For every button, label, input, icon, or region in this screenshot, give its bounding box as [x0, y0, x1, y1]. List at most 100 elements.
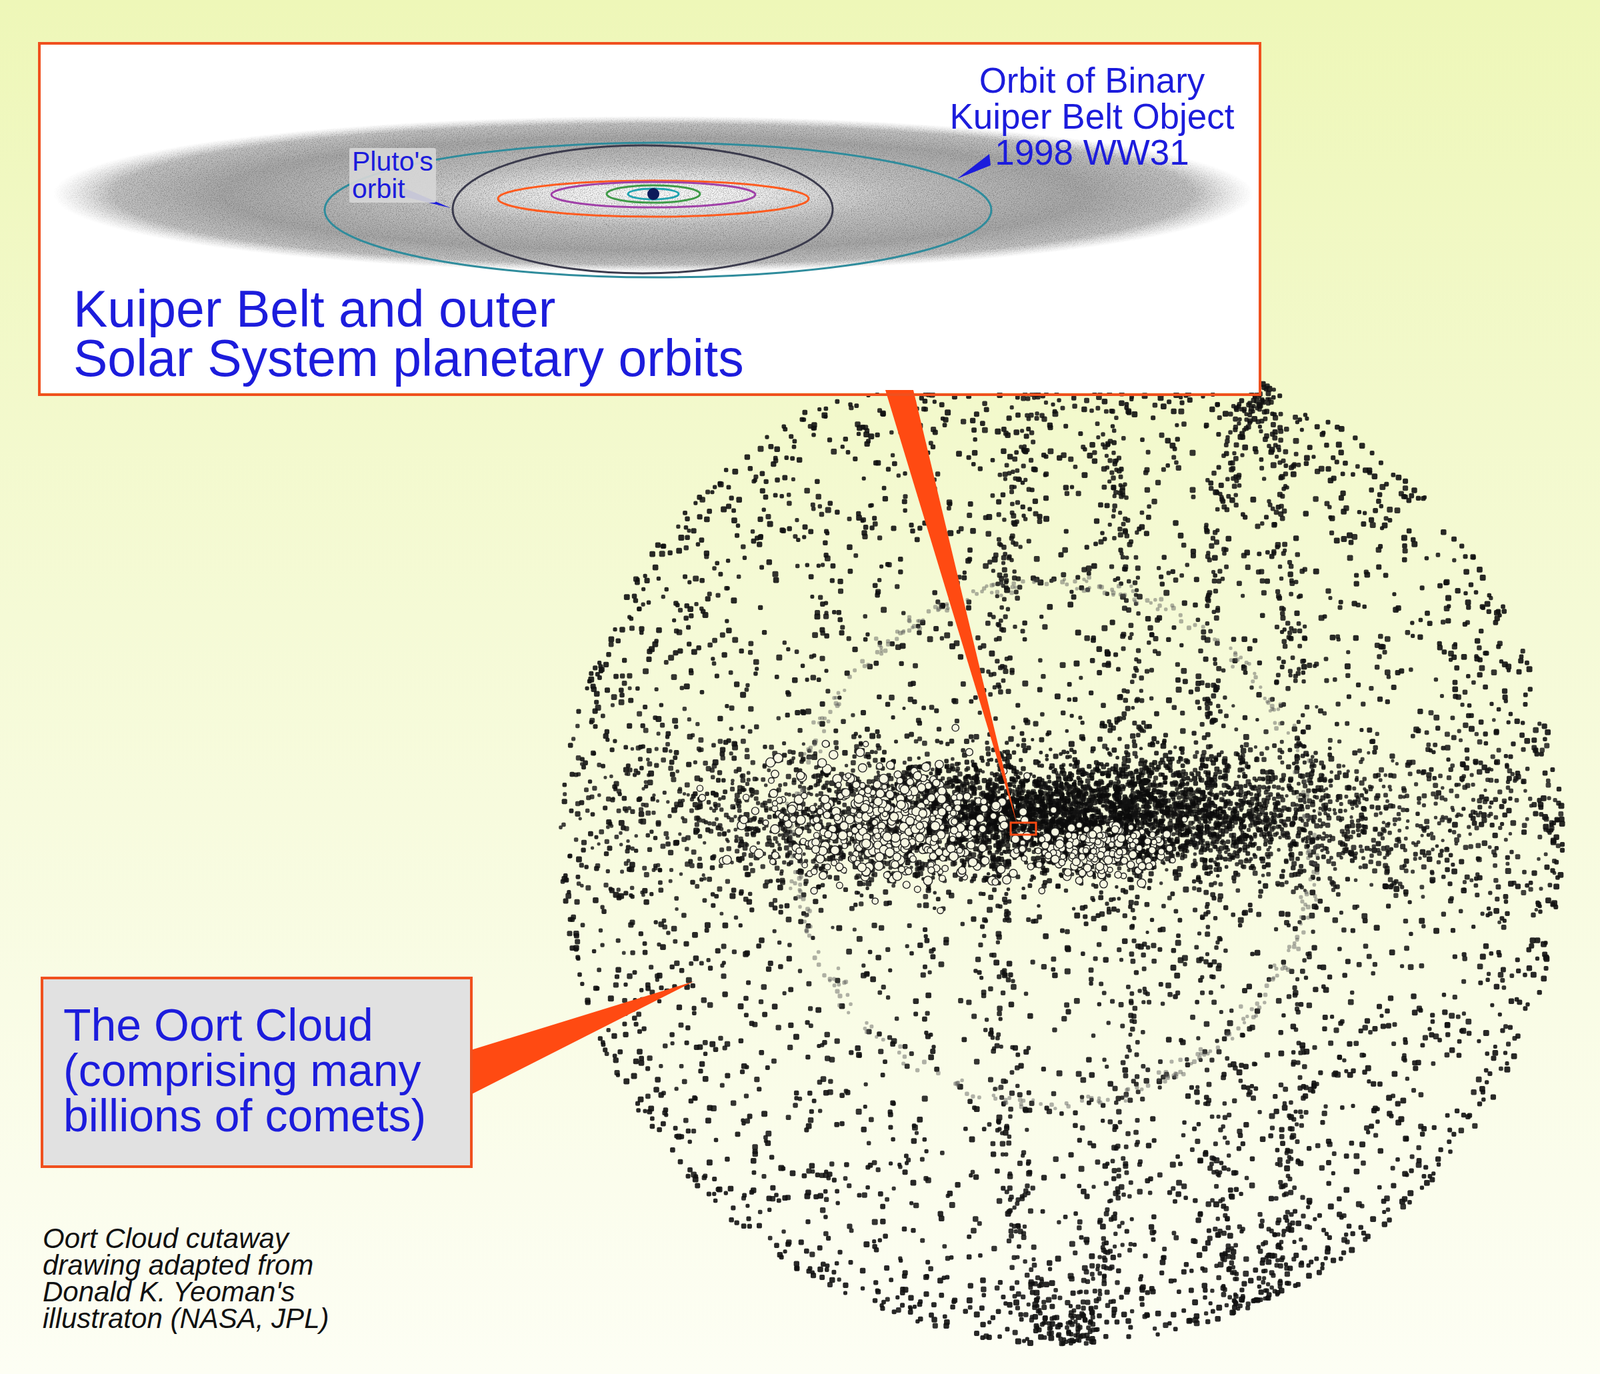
comet-dot	[1398, 668, 1404, 674]
comet-dot	[1238, 923, 1242, 928]
comet-dot	[658, 985, 664, 990]
comet-dot	[1170, 408, 1176, 414]
comet-dot	[1008, 1002, 1014, 1008]
comet-dot	[1173, 1326, 1178, 1332]
comet-dot	[1282, 1104, 1288, 1111]
comet-dot	[966, 455, 972, 460]
comet-dot	[1290, 471, 1297, 478]
comet-dot	[1185, 1093, 1191, 1099]
comet-dot	[839, 1092, 845, 1098]
comet-dot	[623, 982, 628, 987]
comet-dot	[1005, 1326, 1010, 1332]
comet-dot	[1278, 910, 1285, 917]
comet-dot	[1322, 1026, 1327, 1031]
comet-dot	[576, 709, 581, 714]
comet-dot	[972, 450, 978, 456]
comet-dot	[734, 681, 740, 687]
comet-dot	[1380, 1023, 1386, 1029]
comet-dot	[1338, 426, 1345, 432]
comet-dot	[812, 1098, 817, 1104]
comet-dot	[1484, 650, 1489, 656]
comet-dot	[1320, 432, 1326, 438]
comet-dot	[1502, 688, 1508, 694]
comet-dot	[1314, 905, 1319, 910]
comet-dot	[788, 1022, 794, 1028]
comet-dot	[805, 1189, 812, 1196]
comet-dot	[685, 1025, 690, 1030]
comet-dot	[1433, 928, 1440, 934]
comet-dot	[1445, 1032, 1450, 1037]
comet-dot	[1100, 1223, 1106, 1230]
comet-dot	[746, 980, 751, 985]
comet-dot	[1410, 620, 1414, 625]
comet-dot	[699, 537, 705, 543]
comet-dot	[1176, 1289, 1182, 1294]
comet-dot	[958, 654, 964, 660]
comet-dot	[724, 618, 729, 623]
comet-dot	[698, 1068, 703, 1074]
comet-dot	[802, 524, 808, 530]
comet-dot	[1408, 932, 1413, 936]
comet-dot	[618, 893, 624, 900]
comet-dot	[1386, 904, 1391, 909]
comet-dot	[1320, 1120, 1325, 1125]
comet-dot	[710, 865, 715, 870]
comet-dot	[1536, 798, 1542, 803]
comet-dot	[1281, 1013, 1286, 1018]
comet-dot	[633, 1058, 639, 1064]
comet-dot	[1346, 694, 1352, 699]
comet-dot	[836, 1200, 840, 1205]
comet-dot	[1382, 1210, 1386, 1214]
comet-dot	[1256, 692, 1262, 698]
comet-dot	[788, 987, 794, 993]
comet-dot	[1170, 1312, 1176, 1318]
comet-dot	[1272, 1094, 1278, 1099]
comet-dot	[1268, 1133, 1274, 1139]
comet-dot	[626, 723, 632, 729]
comet-dot	[1116, 1268, 1122, 1274]
comet-dot	[1466, 674, 1471, 679]
comet-dot	[848, 568, 854, 574]
comet-dot	[1486, 609, 1492, 614]
comet-dot	[756, 943, 762, 949]
comet-dot	[731, 888, 737, 894]
comet-dot	[1006, 1302, 1012, 1308]
comet-dot	[686, 1174, 691, 1179]
comet-dot	[653, 836, 658, 840]
comet-dot	[690, 880, 695, 885]
comet-dot	[884, 1265, 890, 1271]
comet-dot	[886, 466, 891, 472]
comet-dot	[1285, 911, 1291, 917]
comet-dot	[1264, 514, 1269, 520]
comet-dot	[1344, 1232, 1348, 1237]
comet-dot	[1196, 1252, 1203, 1258]
comet-dot	[823, 1214, 828, 1219]
comet-dot	[1231, 636, 1236, 642]
comet-dot	[1302, 1244, 1308, 1250]
comet-dot	[982, 1293, 986, 1298]
comet-dot	[1344, 1153, 1350, 1159]
comet-dot	[1003, 1301, 1008, 1306]
comet-dot	[1500, 967, 1506, 973]
comet-dot	[773, 493, 778, 498]
comet-dot	[1508, 796, 1512, 801]
comet-dot	[940, 416, 945, 421]
comet-dot	[1020, 731, 1025, 736]
comet-dot	[1474, 654, 1478, 658]
comet-dot	[1456, 1052, 1462, 1058]
comet-dot	[1476, 1039, 1481, 1044]
comet-dot	[1542, 723, 1548, 729]
comet-dot	[1316, 1270, 1322, 1276]
comet-dot	[1111, 1314, 1116, 1318]
comet-dot	[1160, 581, 1165, 586]
comet-dot	[760, 471, 766, 477]
comet-dot	[1457, 1039, 1462, 1044]
comet-dot	[1284, 1165, 1290, 1172]
comet-dot	[575, 954, 580, 960]
comet-dot	[1498, 1012, 1502, 1017]
comet-dot	[1006, 415, 1012, 421]
comet-dot	[633, 598, 638, 603]
comet-dot	[931, 1044, 936, 1049]
comet-dot	[1326, 1160, 1332, 1166]
comet-dot	[699, 1061, 705, 1067]
